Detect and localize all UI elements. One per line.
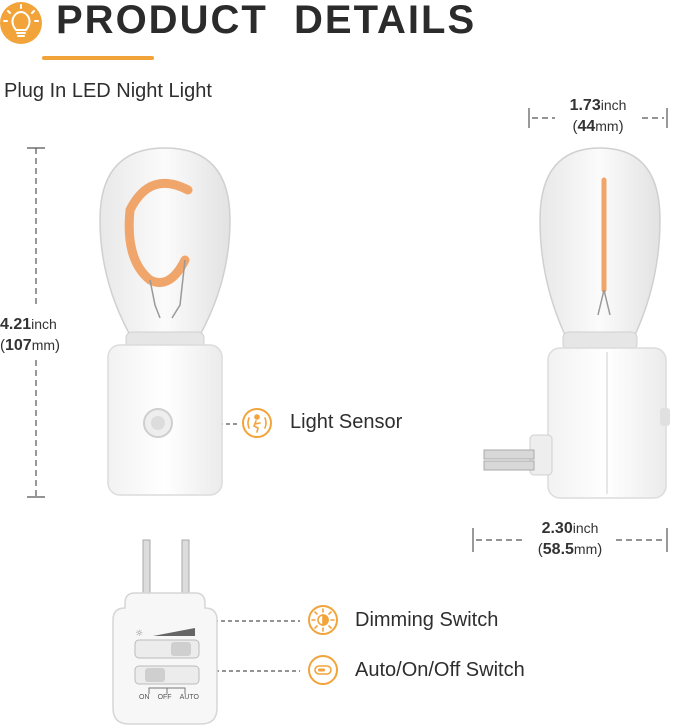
auto-switch bbox=[134, 665, 200, 694]
page-title: PRODUCT DETAILS bbox=[56, 0, 477, 42]
night-light-front-view bbox=[99, 147, 231, 496]
switch-label-on: ON bbox=[139, 694, 150, 701]
brightness-icon bbox=[308, 605, 338, 635]
switch-label-auto: AUTO bbox=[179, 694, 199, 701]
height-dimension-label: 4.21inch (107mm) bbox=[0, 316, 61, 354]
switch-position-labels: ON OFF AUTO bbox=[139, 694, 199, 701]
dimming-slider: ☼ bbox=[134, 628, 200, 659]
product-subtitle: Plug In LED Night Light bbox=[4, 80, 212, 102]
toggle-switch-icon bbox=[308, 655, 338, 685]
svg-text:☼: ☼ bbox=[135, 629, 143, 639]
night-light-side-view bbox=[483, 147, 670, 499]
lightbulb-icon bbox=[0, 2, 42, 44]
bulb-width-dimension-label: 1.73inch (44mm) bbox=[569, 97, 627, 135]
auto-on-off-switch-label: Auto/On/Off Switch bbox=[355, 659, 525, 681]
dimming-switch-label: Dimming Switch bbox=[355, 609, 499, 631]
body-width-dimension-label: 2.30inch (58.5mm) bbox=[537, 520, 603, 558]
title-underline bbox=[42, 56, 154, 60]
motion-sensor-icon bbox=[242, 408, 272, 438]
night-light-back-view: ☼ bbox=[112, 539, 218, 725]
switch-label-off: OFF bbox=[157, 694, 172, 701]
light-sensor-label: Light Sensor bbox=[290, 411, 403, 433]
